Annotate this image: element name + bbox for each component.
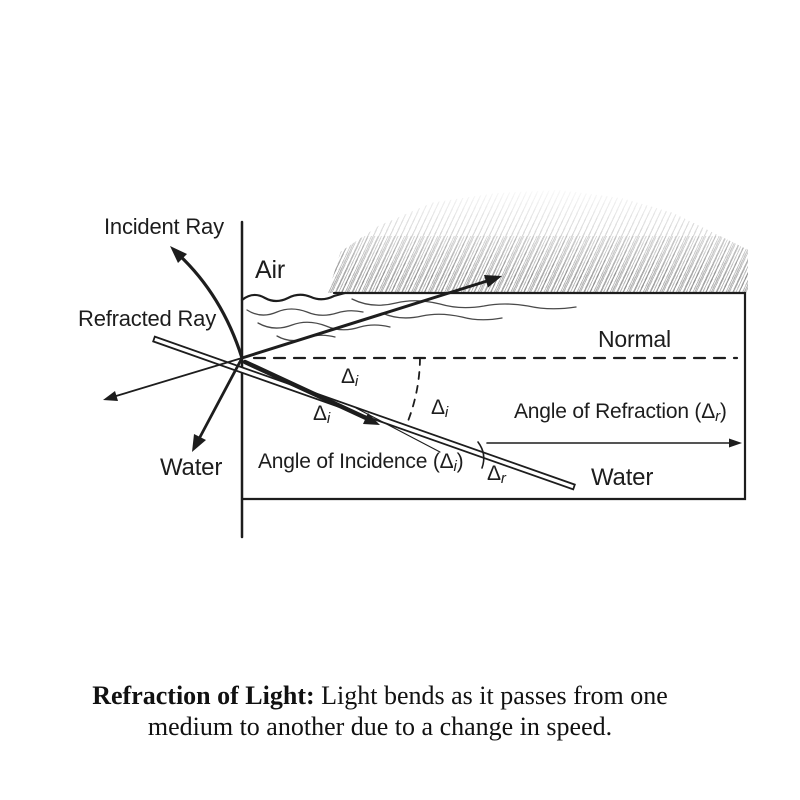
incident-ray-line — [176, 252, 244, 360]
delta-subscript: r — [500, 469, 506, 487]
angle-of-refraction-subscript: r — [715, 407, 720, 425]
label-delta-i-2: Δi — [313, 402, 330, 427]
angle-of-incidence-subscript: i — [453, 457, 457, 475]
angle-of-incidence-close: ) — [456, 450, 464, 473]
delta-subscript: i — [326, 409, 330, 427]
delta-symbol: Δ — [487, 462, 501, 485]
refraction-direction-line — [242, 359, 369, 421]
water-surface-wave — [240, 291, 347, 303]
side-ray-arrowhead — [103, 391, 118, 401]
label-normal: Normal — [598, 326, 671, 352]
caption-line-2: medium to another due to a change in spe… — [147, 712, 613, 741]
delta-symbol: Δ — [313, 402, 327, 425]
delta-symbol: Δ — [341, 365, 355, 388]
incident-ray-arrowhead — [170, 246, 187, 263]
label-water-left: Water — [160, 454, 223, 481]
refraction-direction-extension — [355, 407, 441, 453]
angle-arc-dashed — [407, 357, 421, 422]
caption-title: Refraction of Light: — [92, 681, 315, 710]
delta-subscript: i — [354, 372, 358, 390]
caption-text-1: Light bends as it passes from one — [314, 681, 668, 710]
side-ray-line — [115, 357, 243, 397]
water-ripples — [246, 298, 577, 342]
angle-tick — [477, 441, 485, 469]
downward-ray-arrowhead — [192, 434, 206, 452]
label-water-right: Water — [591, 464, 654, 491]
delta-symbol: Δ — [431, 396, 445, 419]
caption-line-1: Refraction of Light: Light bends as it p… — [70, 680, 690, 711]
label-angle-of-incidence: Angle of Incidence (Δi) — [258, 450, 464, 475]
label-delta-r: Δr — [487, 462, 506, 487]
upward-ray-arrowhead — [484, 275, 502, 288]
angle-refraction-arrowhead — [729, 438, 742, 448]
angle-of-incidence-text: Angle of Incidence (Δ — [258, 450, 454, 473]
angle-of-refraction-text: Angle of Refraction (Δ — [514, 400, 716, 423]
label-air: Air — [255, 256, 285, 284]
medium-box — [240, 291, 747, 501]
label-delta-i-1: Δi — [341, 365, 358, 390]
label-refracted-ray: Refracted Ray — [78, 306, 217, 331]
label-delta-i-3: Δi — [431, 396, 448, 421]
angle-of-refraction-close: ) — [719, 400, 727, 423]
delta-subscript: i — [444, 403, 448, 421]
figure-caption: Refraction of Light: Light bends as it p… — [70, 680, 690, 742]
downward-ray-line — [198, 356, 244, 439]
refraction-direction-arrowhead — [363, 413, 380, 425]
upward-ray-line — [240, 279, 489, 360]
refracted-ray-double-line — [152, 335, 576, 491]
label-incident-ray: Incident Ray — [104, 214, 224, 239]
label-angle-of-refraction: Angle of Refraction (Δr) — [514, 400, 727, 425]
